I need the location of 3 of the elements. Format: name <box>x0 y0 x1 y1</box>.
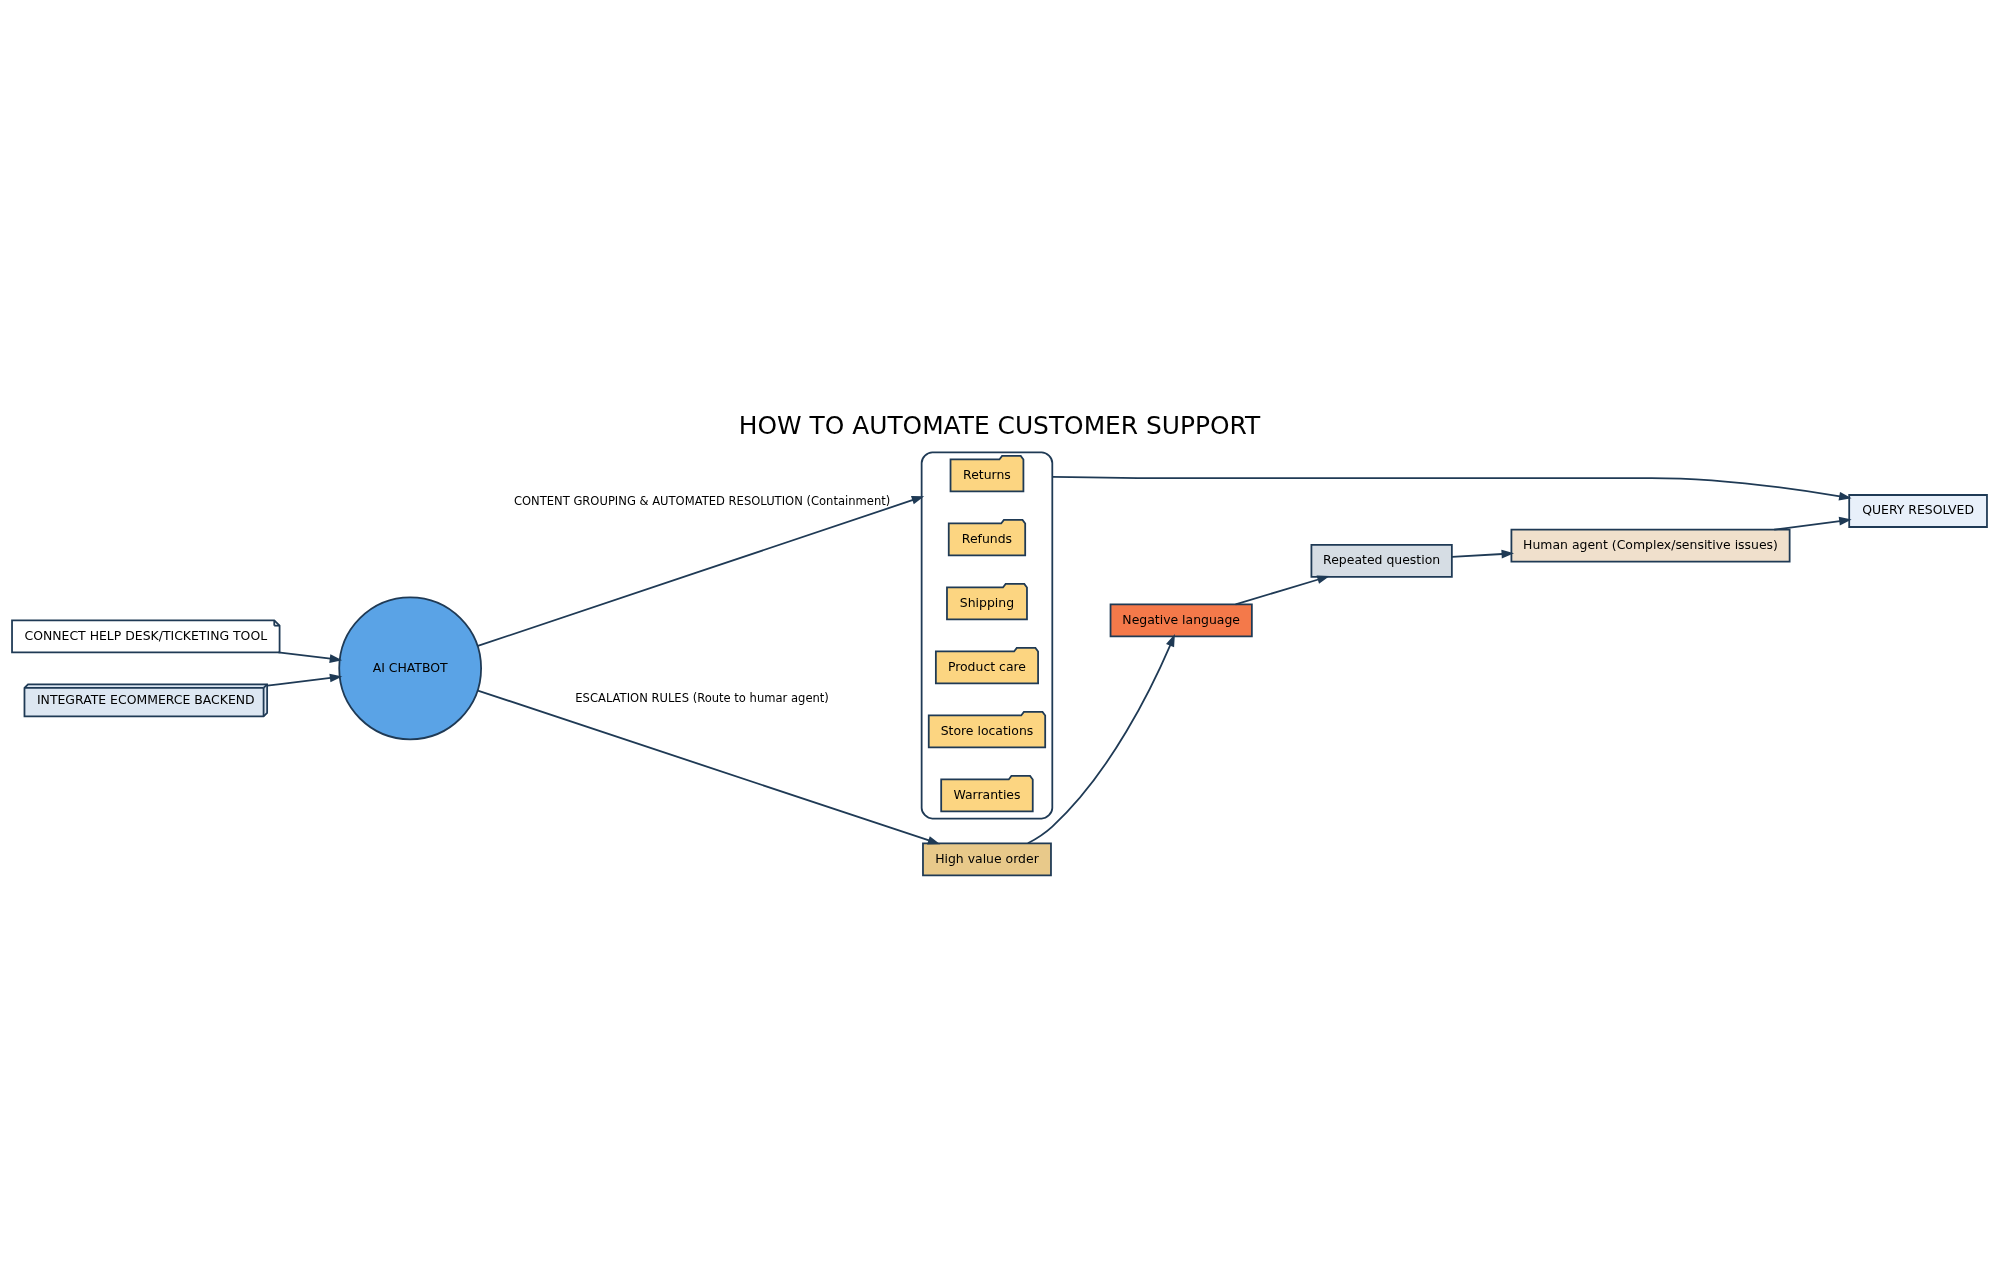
diagram-title: HOW TO AUTOMATE CUSTOMER SUPPORT <box>738 410 1261 440</box>
edge-label: CONTENT GROUPING & AUTOMATED RESOLUTION (Containment) <box>513 493 891 508</box>
edge-label: ESCALATION RULES (Route to humar agent) <box>575 690 829 705</box>
